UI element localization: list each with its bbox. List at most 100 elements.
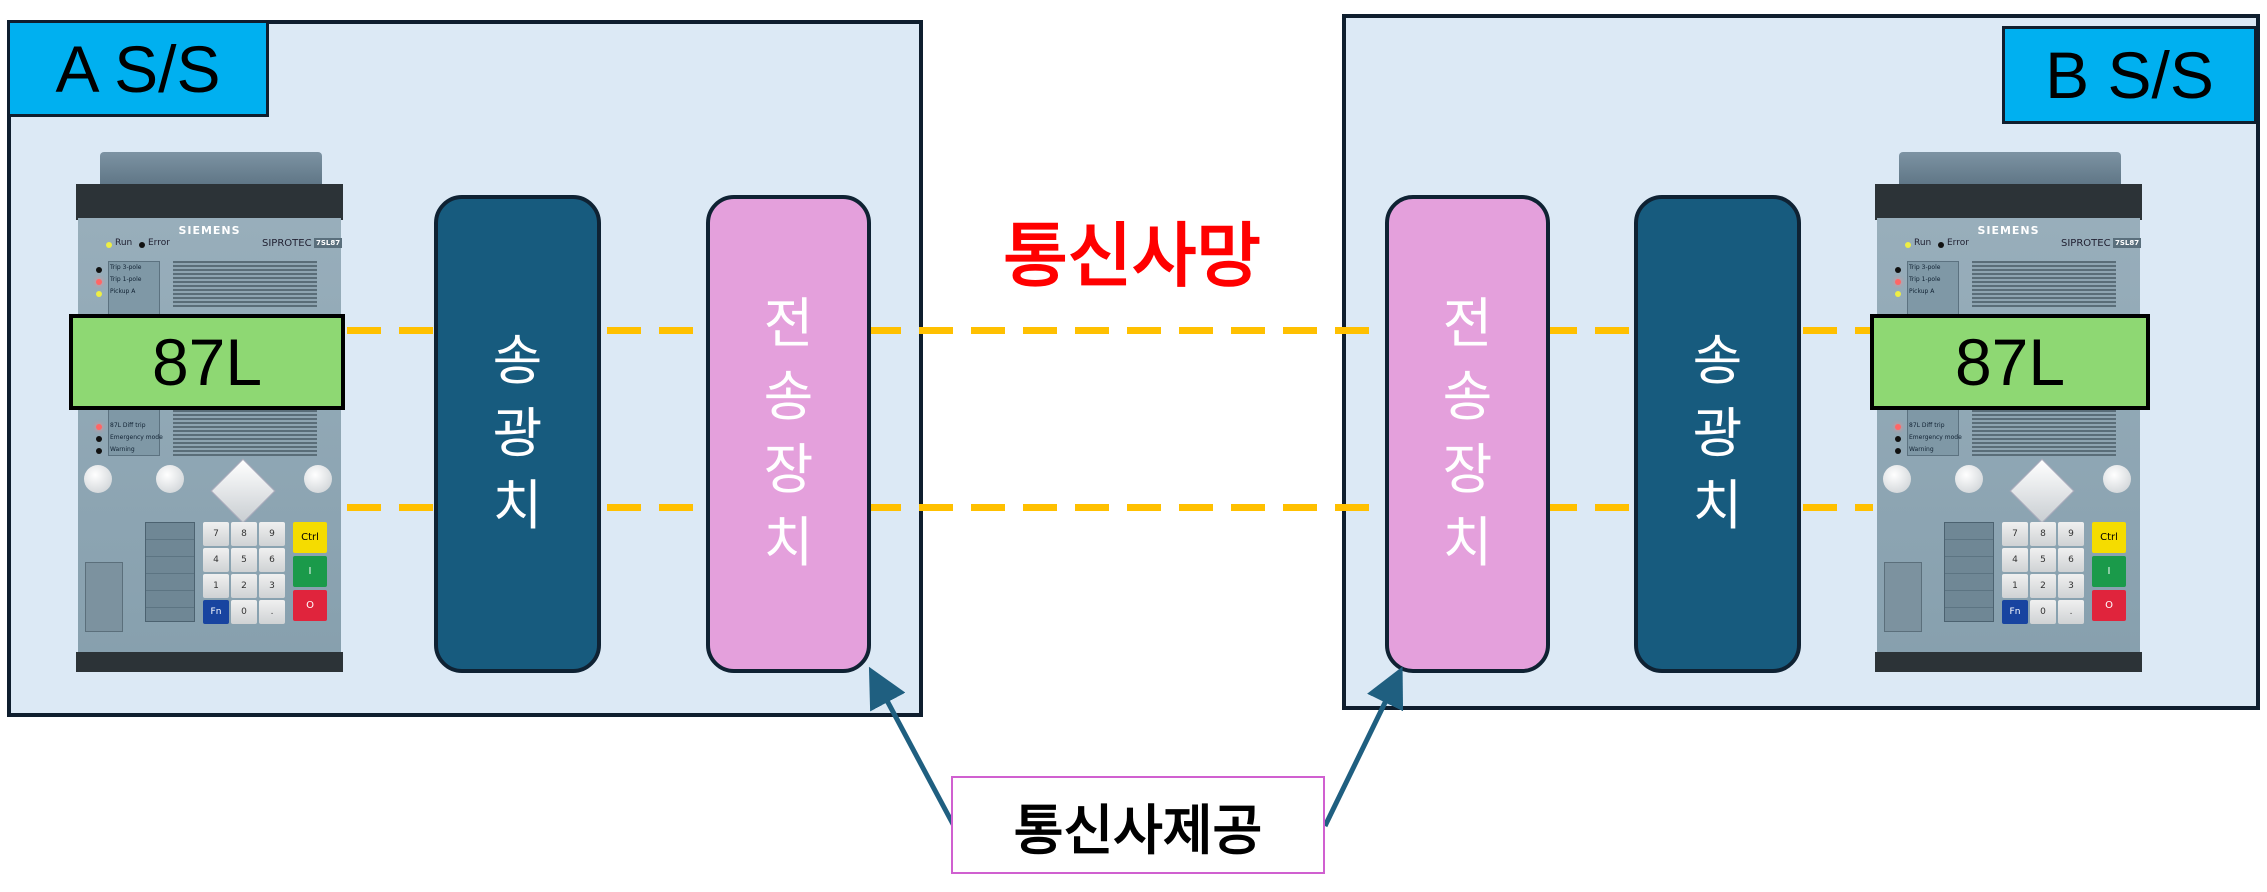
led [96,291,102,297]
led-label: Warning [1909,446,1934,453]
display-upper [173,261,317,307]
relay-label-b: 87L [1870,314,2150,410]
keypad-key[interactable]: 4 [2002,548,2028,572]
trans-char: 전 [763,292,814,356]
keypad-key[interactable]: 3 [2058,574,2084,598]
brightness-button[interactable] [1883,465,1911,493]
on-key[interactable]: I [2092,556,2126,587]
relay-label-a: 87L [69,314,345,410]
keypad-key[interactable]: 1 [2002,574,2028,598]
keypad-key[interactable]: . [259,600,285,624]
display-lower [173,410,317,456]
led-label: Trip 3-pole [110,264,142,271]
label-slot [145,522,195,622]
optic-char: 송 [1692,328,1743,392]
keypad-key[interactable]: 9 [259,522,285,546]
port-latch [85,562,123,632]
trans-char: 전 [1442,292,1493,356]
device-bottom [76,652,343,672]
keypad-key[interactable]: 2 [231,574,257,598]
led-label: Trip 3-pole [1909,264,1941,271]
soft-key-left[interactable] [156,465,184,493]
led-label: Emergency mode [110,434,163,441]
display-upper [1972,261,2116,307]
soft-key-right[interactable] [304,465,332,493]
ctrl-key[interactable]: Ctrl [2092,522,2126,553]
trans-char: 송 [763,365,814,429]
device-bottom [1875,652,2142,672]
led [1895,291,1901,297]
keypad-key[interactable]: 2 [2030,574,2056,598]
trans-char: 치 [1442,510,1493,574]
optic-unit-a: 송 광 치 [434,195,601,673]
led-label: Emergency mode [1909,434,1962,441]
off-key[interactable]: O [293,590,327,621]
error-led [139,242,145,248]
keypad-key[interactable]: 5 [231,548,257,572]
model-label: 7SL87 [314,238,343,248]
led [96,436,102,442]
led-label: Pickup A [1909,288,1935,295]
provider-label: 통신사제공 [951,776,1325,874]
device-top-cap [100,152,322,186]
keypad-key[interactable]: 8 [2030,522,2056,546]
error-label: Error [148,238,170,248]
link-lower [347,504,1873,511]
keypad-key[interactable]: 0 [2030,600,2056,624]
keypad-key[interactable]: 4 [203,548,229,572]
run-label: Run [1914,238,1932,248]
keypad-key[interactable]: 6 [259,548,285,572]
error-label: Error [1947,238,1969,248]
device-brand: SIEMENS [178,224,241,237]
station-b-label: B S/S [2002,26,2257,124]
soft-key-left[interactable] [1955,465,1983,493]
product-label: SIPROTEC [262,238,312,249]
led [96,267,102,273]
port-latch [1884,562,1922,632]
device-top-cap [1899,152,2121,186]
model-label: 7SL87 [2113,238,2142,248]
off-key[interactable]: O [2092,590,2126,621]
keypad-key[interactable]: 1 [203,574,229,598]
on-key[interactable]: I [293,556,327,587]
keypad-key[interactable]: 5 [2030,548,2056,572]
led [1895,267,1901,273]
keypad-key[interactable]: 7 [203,522,229,546]
keypad-key[interactable]: 0 [231,600,257,624]
ctrl-key[interactable]: Ctrl [293,522,327,553]
keypad-key[interactable]: Fn [203,600,229,624]
optic-char: 치 [492,474,543,538]
optic-char: 광 [1692,401,1743,465]
device-band [76,184,343,220]
run-label: Run [115,238,133,248]
soft-key-right[interactable] [2103,465,2131,493]
arrow-to-trans-b [1322,666,1404,828]
link-upper [347,327,1873,334]
keypad-key[interactable]: 8 [231,522,257,546]
network-label: 통신사망 [1003,215,1261,297]
device-brand: SIEMENS [1977,224,2040,237]
trans-char: 송 [1442,365,1493,429]
keypad-key[interactable]: Fn [2002,600,2028,624]
keypad-key[interactable]: 3 [259,574,285,598]
transmission-unit-a: 전 송 장 치 [706,195,871,673]
optic-char: 송 [492,328,543,392]
keypad-key[interactable]: 7 [2002,522,2028,546]
keypad-key[interactable]: . [2058,600,2084,624]
led [1895,279,1901,285]
label-slot [1944,522,1994,622]
led [96,279,102,285]
led [1895,424,1901,430]
product-label: SIPROTEC [2061,238,2111,249]
led [1895,448,1901,454]
device-band [1875,184,2142,220]
display-lower [1972,410,2116,456]
keypad-key[interactable]: 9 [2058,522,2084,546]
keypad-key[interactable]: 6 [2058,548,2084,572]
brightness-button[interactable] [84,465,112,493]
optic-char: 광 [492,401,543,465]
trans-char: 장 [763,438,814,501]
relay-device-a: SIEMENS Run Error SIPROTEC 7SL87 Trip 3-… [72,152,347,672]
